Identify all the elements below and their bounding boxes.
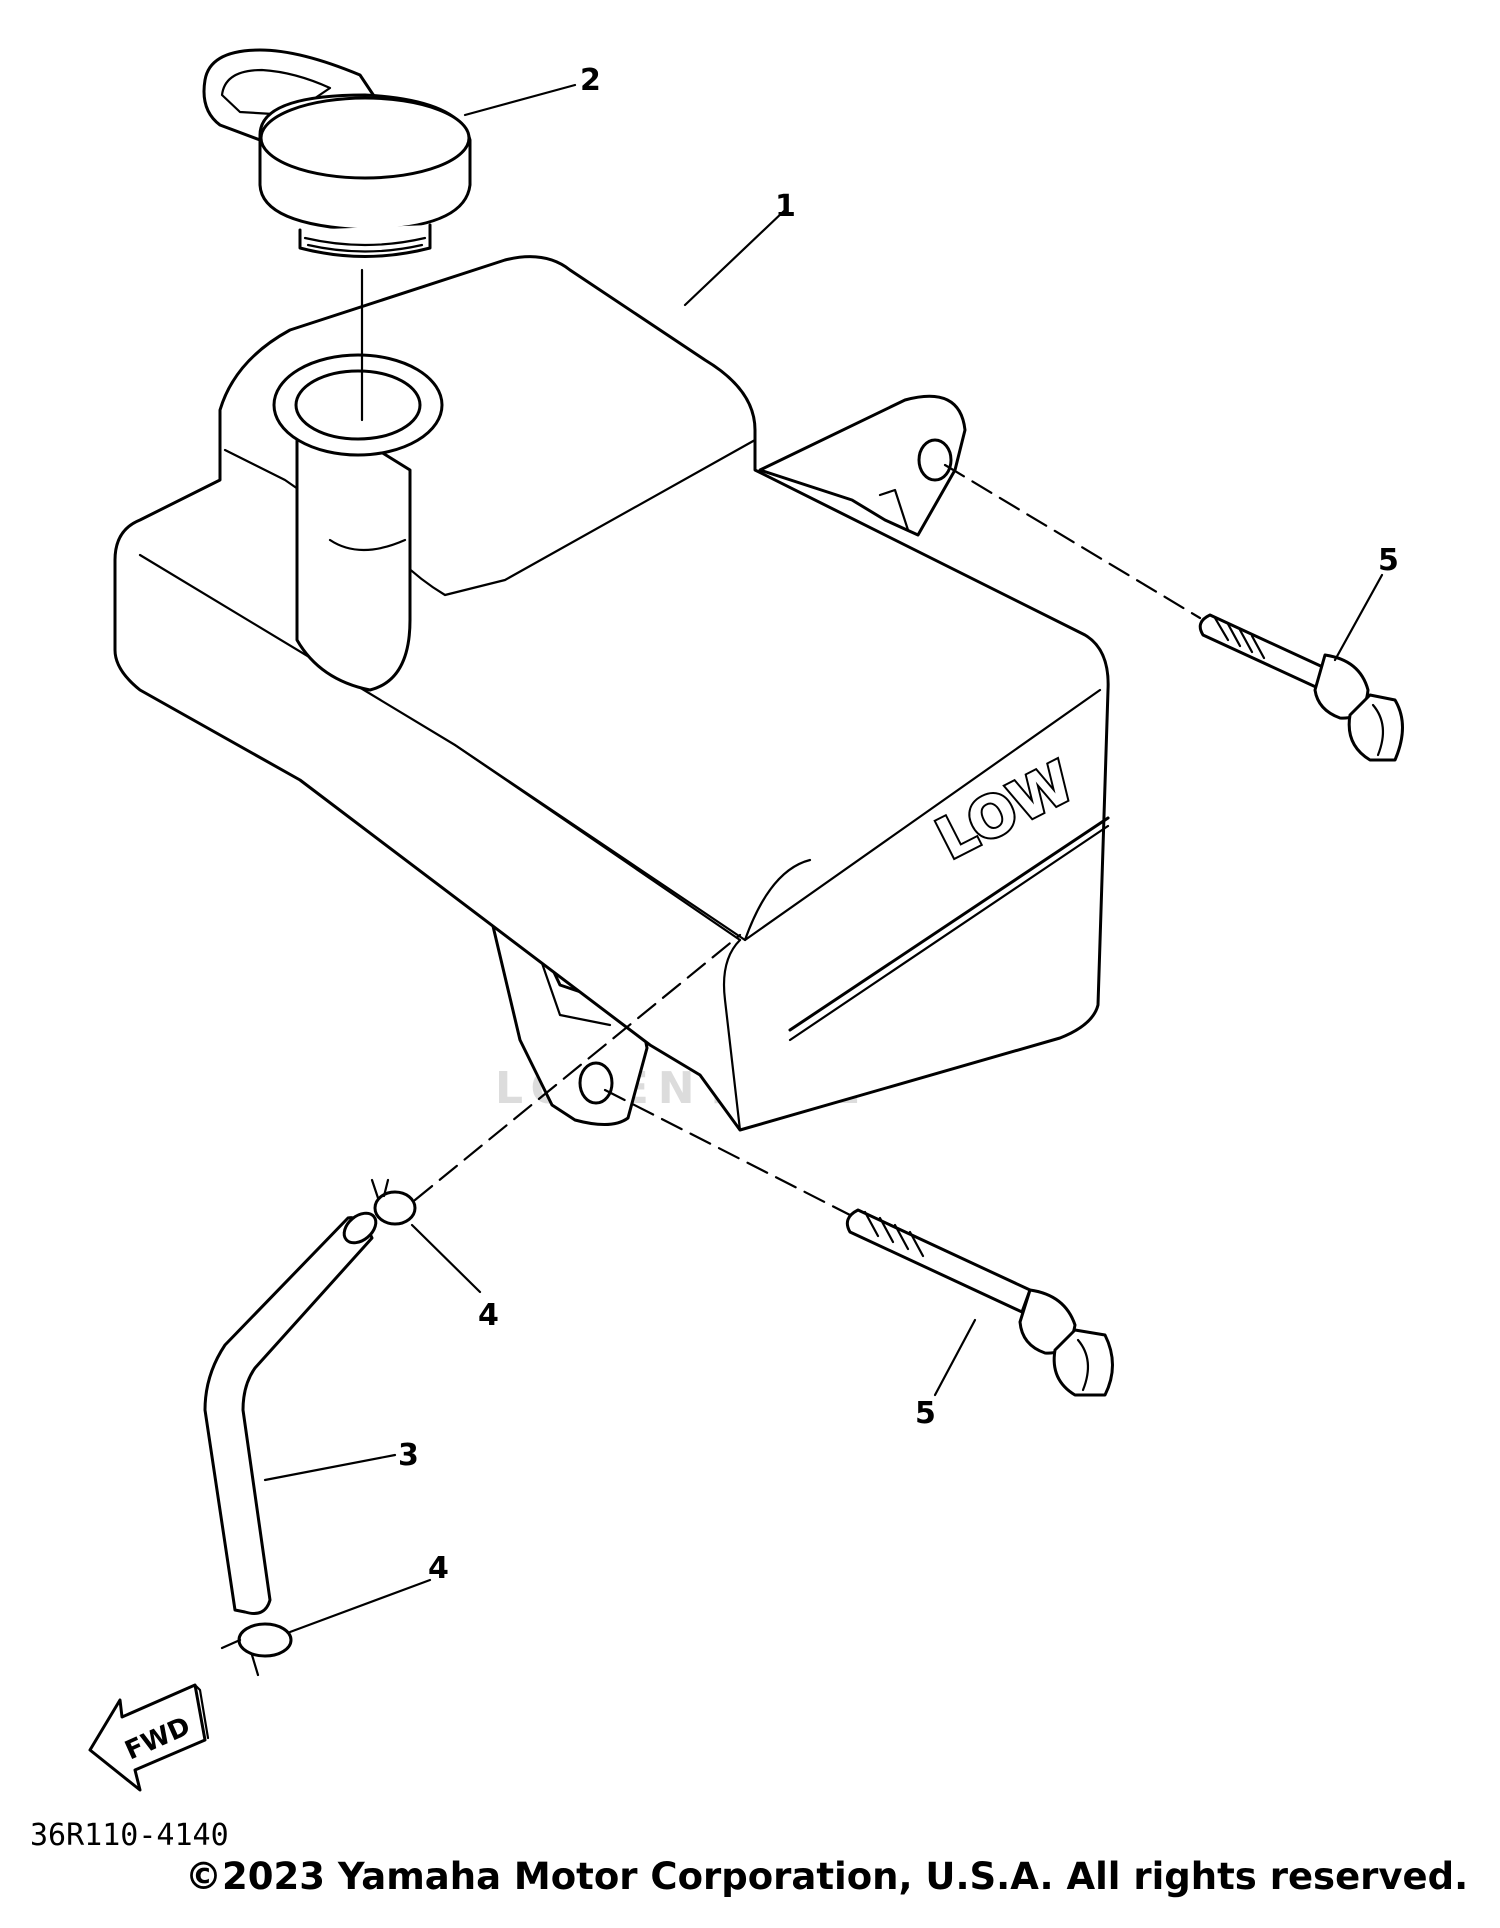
callout-4-upper: 4 (478, 1298, 499, 1333)
leader-5-upper (1333, 573, 1384, 662)
lower-bracket (486, 898, 649, 1126)
upper-bracket (758, 394, 967, 537)
leader-2 (463, 83, 577, 117)
callout-4-lower: 4 (428, 1551, 449, 1586)
filler-cap (202, 48, 472, 258)
part-code: 36R110-4140 (30, 1818, 229, 1853)
bolt-upper-axis (943, 463, 1202, 620)
callout-3: 3 (398, 1438, 419, 1473)
bolt-lower (845, 1208, 1114, 1397)
clip-upper-axis (413, 933, 742, 1202)
breather-hose (203, 1211, 378, 1615)
reservoir-tank: LOW (113, 255, 1110, 1132)
leader-4-lower (288, 1578, 432, 1634)
copyright-notice: ©2023 Yamaha Motor Corporation, U.S.A. A… (185, 1855, 1469, 1898)
leader-5-lower (933, 1318, 977, 1397)
leader-1 (683, 208, 787, 307)
callout-1: 1 (775, 189, 796, 224)
callout-5-upper: 5 (1378, 543, 1399, 578)
fwd-arrow-icon: FWD (88, 1683, 210, 1792)
clip-upper (370, 1178, 417, 1226)
callout-2: 2 (580, 63, 601, 98)
bolt-lower-axis (603, 1088, 852, 1217)
clip-lower (220, 1622, 293, 1677)
bolt-upper (1198, 613, 1404, 762)
leader-4-upper (410, 1223, 482, 1294)
callout-5-lower: 5 (915, 1396, 936, 1431)
leader-3 (263, 1453, 397, 1482)
